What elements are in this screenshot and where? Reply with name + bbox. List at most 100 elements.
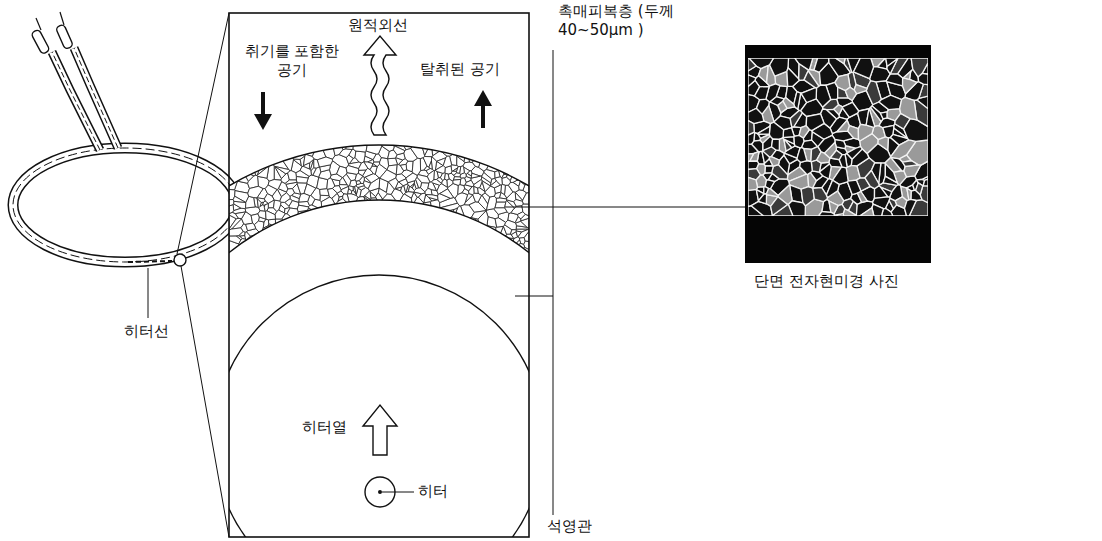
sem-grain (857, 192, 867, 203)
zoom-line (177, 13, 229, 254)
catalyst-cell (490, 235, 508, 270)
sem-grain (843, 209, 856, 216)
catalyst-cell (521, 151, 529, 182)
sem-grain (903, 71, 910, 79)
catalyst-cell (246, 223, 256, 230)
catalyst-cell (370, 198, 380, 236)
sem-grain (783, 98, 795, 109)
part-label: 히터 (416, 482, 450, 501)
sem-grain (880, 112, 887, 119)
catalyst-cell (378, 188, 387, 199)
catalyst-cell (471, 173, 480, 178)
catalyst-cell (466, 219, 481, 256)
catalyst-cell (365, 174, 379, 183)
catalyst-cell (426, 195, 438, 200)
sem-grain (813, 188, 828, 202)
catalyst-cell (517, 212, 525, 219)
catalyst-cell (313, 167, 321, 177)
sem-grain (826, 180, 839, 197)
catalyst-cell (335, 199, 352, 270)
catalyst-cell (502, 239, 513, 263)
catalyst-cell (462, 189, 469, 195)
heat-arrow (363, 405, 397, 455)
catalyst-cell (416, 177, 422, 187)
catalyst-cell (355, 151, 365, 163)
sem-grain (818, 135, 835, 153)
sem-grain (771, 197, 788, 216)
catalyst-cell (422, 209, 454, 249)
catalyst-cell (275, 210, 285, 219)
sem-grain (748, 75, 756, 87)
catalyst-cell (298, 210, 324, 270)
catalyst-cell (518, 229, 529, 238)
sem-grain (748, 58, 756, 71)
air-out-arrow (481, 104, 485, 128)
sem-grain (752, 140, 763, 152)
catalyst-cell (393, 146, 405, 154)
catalyst-cell (392, 130, 397, 147)
catalyst-cell (303, 154, 313, 165)
catalyst-cell (343, 194, 350, 205)
catalyst-cell (359, 162, 368, 170)
catalyst-cell (296, 176, 308, 183)
sem-grain (772, 139, 780, 150)
sem-grain (756, 99, 769, 114)
sem-grain (878, 137, 888, 150)
detail-box (229, 13, 529, 537)
air-in-arrow (261, 92, 265, 116)
sem-grain (765, 166, 773, 173)
catalyst-cell (268, 180, 281, 190)
catalyst-cell (282, 214, 302, 238)
catalyst-cell (464, 143, 470, 162)
catalyst-cell (476, 236, 504, 270)
sem-grain (829, 201, 838, 214)
sem-grain (817, 152, 830, 163)
catalyst-cell (377, 194, 404, 270)
catalyst-cell (495, 218, 506, 227)
sem-grain (769, 122, 783, 139)
catalyst-cell (495, 202, 506, 208)
catalyst-cell (248, 186, 263, 198)
sem-grain (905, 199, 917, 216)
catalyst-cell (445, 173, 449, 180)
catalyst-cell (453, 168, 458, 171)
sem-grain (769, 157, 779, 166)
catalyst-cell (281, 202, 290, 209)
sem-grain (794, 135, 804, 147)
leader-line (505, 207, 745, 208)
cross-section (229, 13, 529, 537)
catalyst-cell (465, 180, 474, 186)
catalyst-cell (411, 134, 425, 159)
air-out-arrow (474, 90, 492, 106)
part-label: 히터선 (122, 322, 171, 341)
sem-grain (755, 86, 770, 99)
catalyst-cell (460, 166, 465, 174)
catalyst-cell (307, 208, 348, 270)
catalyst-cell (229, 212, 238, 218)
sem-photo (745, 45, 931, 263)
catalyst-cell (510, 230, 516, 235)
catalyst-cell (471, 211, 486, 220)
catalyst-cell (410, 183, 414, 188)
catalyst-cell (229, 130, 256, 176)
catalyst-cell (264, 204, 268, 212)
sem-grain (806, 114, 824, 131)
catalyst-cell (346, 166, 359, 175)
sem-grain (889, 198, 896, 208)
air-in-label: 취기를 포함한 공기 (236, 42, 348, 80)
catalyst-cell (246, 234, 283, 270)
catalyst-cell (239, 232, 245, 236)
catalyst-cell (453, 217, 476, 270)
catalyst-cell (435, 166, 445, 174)
sem-grain (837, 120, 849, 131)
catalyst-cell (266, 211, 276, 220)
catalyst-cell (485, 186, 495, 197)
sem-grain (902, 161, 918, 167)
infrared-arrow (364, 36, 396, 135)
catalyst-cell (233, 196, 245, 202)
catalyst-cell (229, 240, 239, 266)
catalyst-cell (412, 158, 420, 175)
catalyst-cell (495, 171, 500, 178)
leader-line (382, 492, 414, 493)
sem-texture (748, 58, 928, 216)
